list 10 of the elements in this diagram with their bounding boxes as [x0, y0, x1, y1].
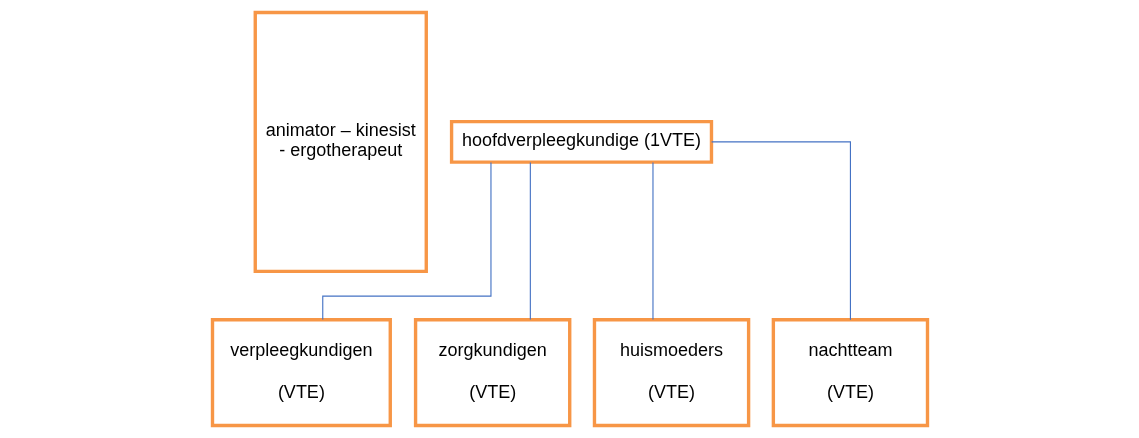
connector	[651, 161, 654, 321]
connector	[529, 161, 531, 321]
node-box: zorgkundigen (VTE)	[413, 318, 571, 428]
connector	[710, 141, 851, 321]
node-box: nachtteam (VTE)	[771, 318, 929, 428]
connector	[321, 161, 492, 320]
node-box: animator – kinesist - ergotherapeut	[253, 10, 428, 273]
node-box: verpleegkundigen (VTE)	[210, 318, 392, 428]
node-box: huismoeders (VTE)	[592, 318, 750, 428]
node-box: hoofdverpleegkundige (1VTE)	[449, 120, 713, 164]
